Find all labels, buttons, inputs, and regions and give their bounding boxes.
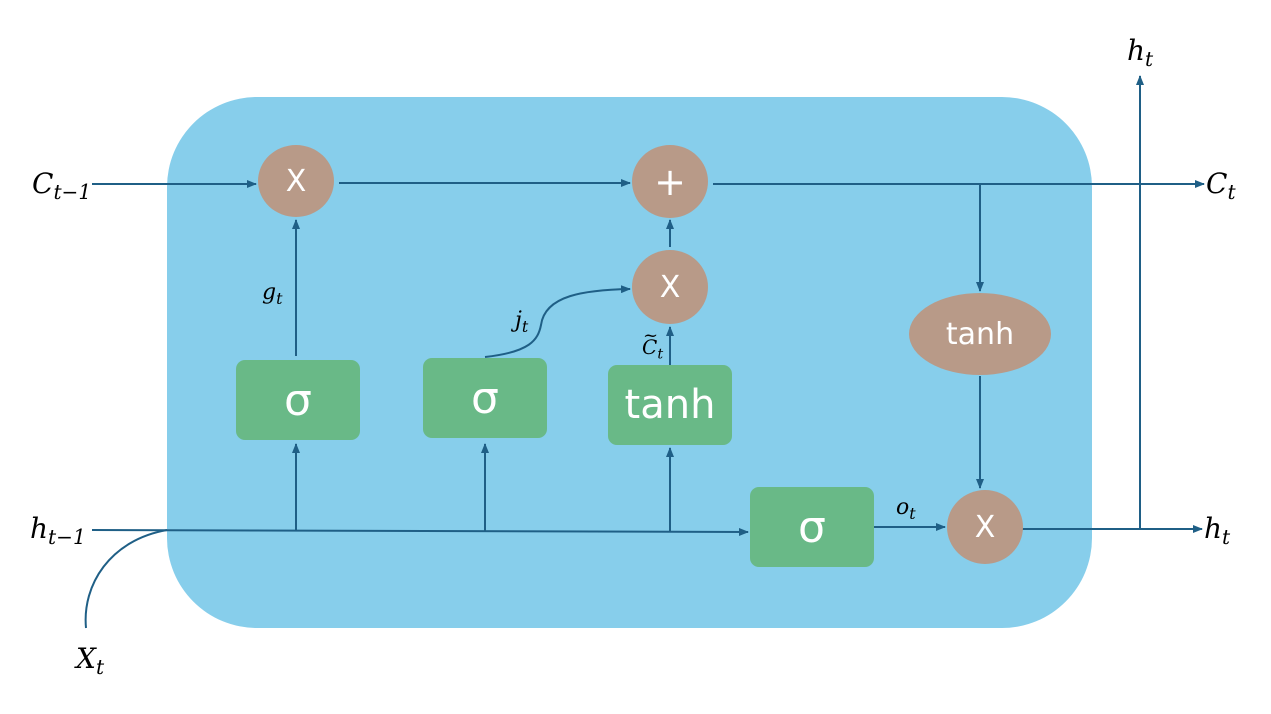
label-h-t-right: ht [1204,512,1231,550]
label-o-t: ot [896,495,916,523]
forget-multiply-node: X [258,145,334,217]
label-x-t: Xt [76,642,105,680]
label-h-prev: ht−1 [30,512,86,550]
label-j-t: jt [515,308,529,336]
wire-xt-join [84,529,168,629]
label-c-tilde-t: Ct [642,327,663,362]
label-c-prev: Ct−1 [32,167,92,205]
wire-hprev-bus [91,527,749,536]
output-multiply-node: X [947,490,1023,564]
candidate-tanh-gate: tanh [608,365,732,445]
input-multiply-node: X [632,250,708,324]
cell-tanh-node: tanh [909,293,1051,375]
output-sigma-gate: σ [750,487,874,567]
input-sigma-gate: σ [423,358,547,438]
label-c-t-out: Ct [1206,167,1236,205]
forget-sigma-gate: σ [236,360,360,440]
cell-add-node: + [632,145,708,218]
wire-j-to-input-mult [484,285,631,358]
label-g-t: gt [262,280,283,308]
label-h-t-top: ht [1127,34,1154,72]
